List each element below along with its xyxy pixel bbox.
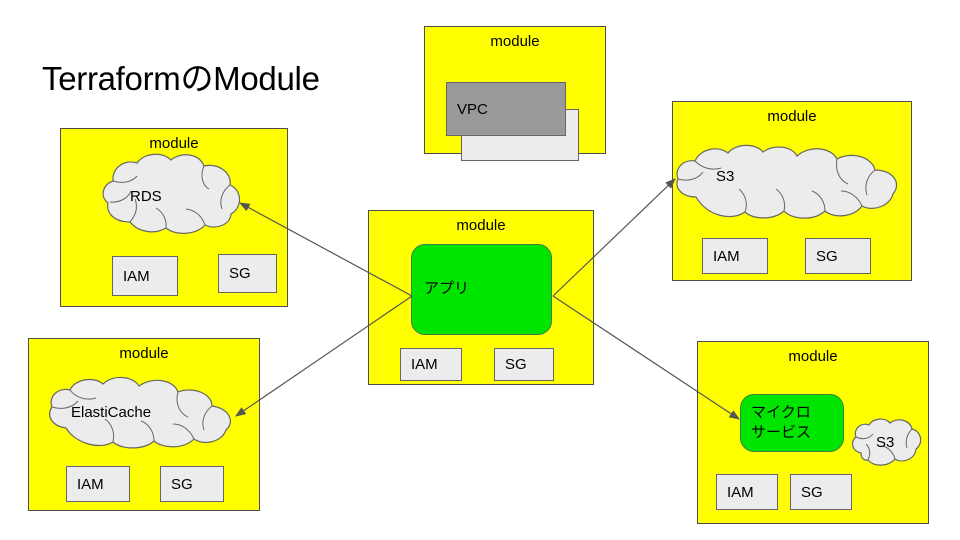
resource-label: SG — [505, 356, 527, 373]
resource-label: SG — [816, 247, 838, 265]
cloud-rds[interactable] — [96, 151, 248, 240]
resource-microservice-sg[interactable]: SG — [790, 474, 852, 510]
cloud-elasticache[interactable] — [46, 376, 238, 450]
resource-label: IAM — [727, 483, 754, 501]
module-label: module — [788, 348, 838, 365]
resource-label: IAM — [713, 247, 740, 265]
resource-s3-sg[interactable]: SG — [805, 238, 871, 274]
resource-label: SG — [171, 475, 193, 493]
resource-app-label: アプリ — [424, 280, 470, 298]
resource-label: SG — [229, 265, 251, 282]
module-label: module — [119, 345, 169, 362]
vpc-node-label: VPC — [457, 100, 488, 118]
vpc-node[interactable]: VPC — [446, 82, 566, 136]
page-title: TerraformのModule — [42, 60, 320, 97]
resource-microservice[interactable]: マイクロ サービス — [740, 394, 844, 452]
resource-microservice-label: マイクロ サービス — [751, 403, 812, 441]
resource-elasticache-iam[interactable]: IAM — [66, 466, 130, 502]
cloud-s3-label: S3 — [716, 168, 735, 185]
resource-s3-iam[interactable]: IAM — [702, 238, 768, 274]
resource-elasticache-sg[interactable]: SG — [160, 466, 224, 502]
cloud-rds-label: RDS — [130, 188, 162, 205]
resource-label: IAM — [411, 356, 438, 373]
module-label: module — [149, 135, 199, 152]
resource-label: SG — [801, 483, 823, 501]
module-label: module — [456, 217, 506, 234]
resource-app-iam[interactable]: IAM — [400, 348, 462, 381]
resource-label: IAM — [77, 475, 104, 493]
cloud-microservice-s3-label: S3 — [876, 434, 895, 451]
resource-rds-iam[interactable]: IAM — [112, 256, 178, 296]
resource-rds-sg[interactable]: SG — [218, 254, 277, 293]
resource-app-sg[interactable]: SG — [494, 348, 554, 381]
cloud-s3[interactable] — [674, 143, 902, 221]
resource-app[interactable]: アプリ — [411, 244, 552, 335]
resource-label: IAM — [123, 267, 150, 285]
module-label: module — [490, 33, 540, 50]
cloud-elasticache-label: ElastiCache — [71, 404, 152, 421]
module-label: module — [767, 108, 817, 125]
resource-microservice-iam[interactable]: IAM — [716, 474, 778, 510]
cloud-microservice-s3[interactable] — [850, 418, 922, 468]
